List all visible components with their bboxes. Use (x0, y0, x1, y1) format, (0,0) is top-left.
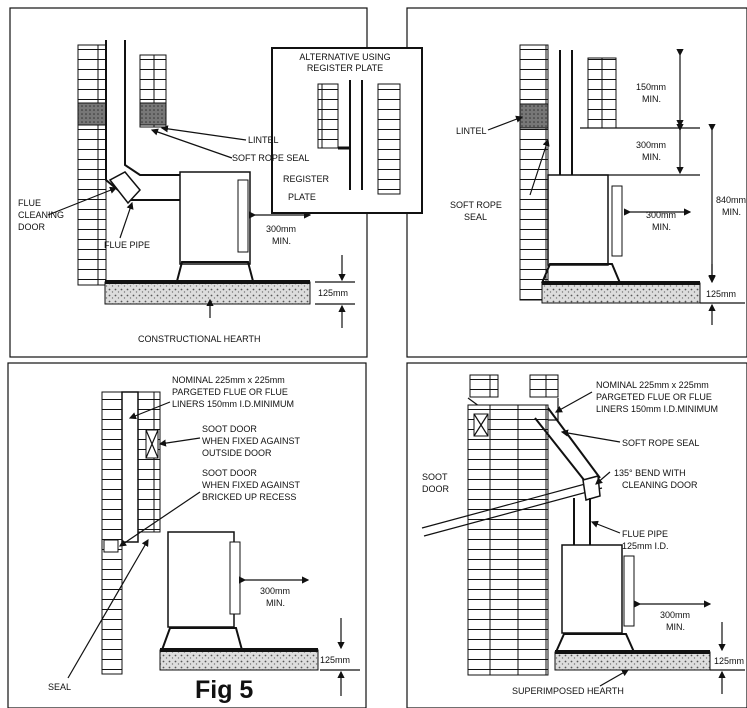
lintel-block (519, 103, 549, 129)
flue-pipe-label: FLUE PIPE (104, 240, 150, 250)
clearance-label-1: 300mm (260, 586, 290, 596)
lintel-block-2 (139, 102, 167, 126)
nominal-line-2: PARGETED FLUE OR FLUE (172, 387, 288, 397)
panel-bottom-right: NOMINAL 225mm x 225mm PARGETED FLUE OR F… (421, 374, 745, 696)
soot-door-recess (103, 539, 119, 553)
bend-label-1: 135° BEND WITH (614, 468, 686, 478)
hearth-height-label: 125mm (706, 289, 736, 299)
alt-title-line-2: REGISTER PLATE (307, 63, 383, 73)
clearance-label-2: MIN. (272, 236, 291, 246)
flue-door-label-2: CLEANING (18, 210, 64, 220)
ceiling-line (421, 479, 603, 537)
mid-dim-2: MIN. (642, 152, 661, 162)
panel-bottom-right-frame (406, 362, 747, 708)
soot-door-2-line-2: WHEN FIXED AGAINST (202, 480, 301, 490)
nominal-line-2: PARGETED FLUE OR FLUE (596, 392, 712, 402)
flue-pipe (559, 50, 573, 175)
panel-top-right: LINTEL 150mm MIN. 300mm MIN. 840mm MIN. … (450, 44, 746, 325)
soot-label-2: DOOR (422, 484, 450, 494)
lintel-label: LINTEL (456, 126, 487, 136)
soft-rope-seal-label: SOFT ROPE SEAL (622, 438, 699, 448)
flue-door-label-3: DOOR (18, 222, 46, 232)
hearth-label: CONSTRUCTIONAL HEARTH (138, 334, 261, 344)
hearth-label: SUPERIMPOSED HEARTH (512, 686, 624, 696)
hearth-height-label: 125mm (320, 655, 350, 665)
top-dim-2: MIN. (642, 94, 661, 104)
clearance-label-1: 300mm (660, 610, 690, 620)
nominal-line-3: LINERS 150mm I.D.MINIMUM (596, 404, 718, 414)
top-dim-1: 150mm (636, 82, 666, 92)
constructional-hearth (104, 281, 311, 305)
seal-label: SEAL (48, 682, 71, 692)
soot-door-2-line-3: BRICKED UP RECESS (202, 492, 296, 502)
nominal-line-1: NOMINAL 225mm x 225mm (596, 380, 709, 390)
flue-door-label-1: FLUE (18, 198, 41, 208)
tall-dim-2: MIN. (722, 207, 741, 217)
panel-top-left: ALTERNATIVE USING REGISTER PLATE LINTEL … (18, 40, 423, 344)
soot-door-1-line-1: SOOT DOOR (202, 424, 257, 434)
stove-body (561, 544, 623, 634)
lintel-block (77, 102, 107, 126)
flue-pipe-label-1: FLUE PIPE (622, 529, 668, 539)
stove-body (547, 174, 609, 266)
soft-rope-seal-label: SOFT ROPE SEAL (232, 153, 309, 163)
hearth-height-label: 125mm (318, 288, 348, 298)
angled-flue (534, 407, 601, 486)
flue-pipe-vertical (573, 498, 591, 545)
clearance-label-2: MIN. (266, 598, 285, 608)
nominal-line-3: LINERS 150mm I.D.MINIMUM (172, 399, 294, 409)
nominal-line-1: NOMINAL 225mm x 225mm (172, 375, 285, 385)
rope-seal-label-2: SEAL (464, 212, 487, 222)
soot-label-1: SOOT (422, 472, 448, 482)
stove-body (167, 531, 235, 628)
soot-door-1-line-2: WHEN FIXED AGAINST (202, 436, 301, 446)
register-label-2: PLATE (288, 192, 316, 202)
soot-door-2-line-1: SOOT DOOR (202, 468, 257, 478)
chimney-breast (467, 404, 549, 676)
bend-label-2: CLEANING DOOR (622, 480, 698, 490)
tall-dim-1: 840mm (716, 195, 746, 205)
stove-legs (175, 261, 255, 286)
figure-caption: Fig 5 (195, 676, 253, 704)
flue-pipe-label-2: 125mm I.D. (622, 541, 669, 551)
panel-bottom-left: NOMINAL 225mm x 225mm PARGETED FLUE OR F… (48, 375, 360, 696)
clearance-label-1: 300mm (646, 210, 676, 220)
flue-cleaning-door-shape (108, 171, 141, 205)
chimney-wall (77, 44, 107, 286)
clearance-label-2: MIN. (666, 622, 685, 632)
stove-door (237, 179, 249, 253)
bend-cleaning-door (582, 475, 601, 501)
clearance-label-1: 300mm (266, 224, 296, 234)
hearth-height-label: 125mm (714, 656, 744, 666)
soot-door-1-line-3: OUTSIDE DOOR (202, 448, 272, 458)
alt-title-line-1: ALTERNATIVE USING (299, 52, 390, 62)
flue-liner (121, 391, 139, 543)
mid-dim-1: 300mm (636, 140, 666, 150)
clearance-label-2: MIN. (652, 222, 671, 232)
rope-seal-label-1: SOFT ROPE (450, 200, 502, 210)
lintel-label: LINTEL (248, 135, 279, 145)
register-label-1: REGISTER (283, 174, 330, 184)
panel-bottom-left-frame (7, 362, 367, 708)
